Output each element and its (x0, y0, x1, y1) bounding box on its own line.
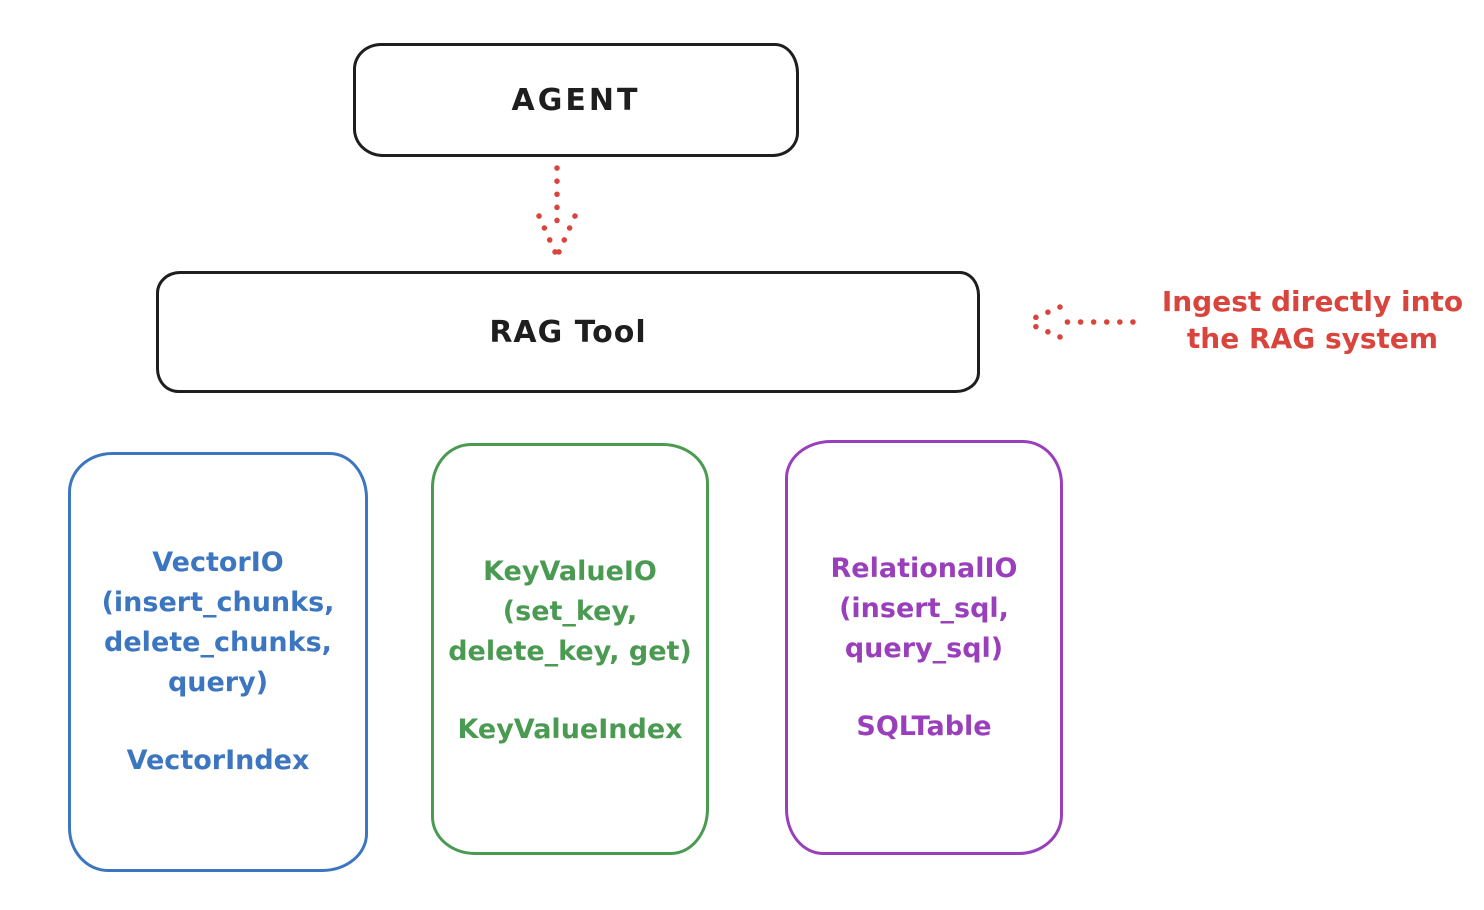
rag-tool-box[interactable]: RAG Tool (156, 271, 980, 393)
keyvalue-io-box[interactable]: KeyValueIO (set_key, delete_key, get) Ke… (431, 443, 709, 855)
keyvalue-io-line: KeyValueIO (483, 556, 657, 587)
ingest-annotation: Ingest directly into the RAG system (1145, 283, 1480, 357)
sql-table-label: SQLTable (856, 711, 992, 742)
vector-io-line: VectorIO (152, 547, 284, 578)
relational-io-line: (insert_sql, (839, 593, 1009, 624)
keyvalue-io-line: (set_key, (502, 596, 638, 627)
relational-io-line: RelationalIO (830, 553, 1018, 584)
relational-io-line: query_sql) (844, 633, 1004, 664)
vector-index-label: VectorIndex (126, 745, 310, 776)
vector-io-line: (insert_chunks, (101, 587, 335, 618)
ingest-dotted-arrow-icon (1022, 304, 1136, 340)
keyvalue-io-line: delete_key, get) (448, 636, 692, 667)
agent-label: AGENT (511, 82, 641, 118)
relational-io-box[interactable]: RelationalIO (insert_sql, query_sql) SQL… (785, 440, 1063, 855)
ingest-annotation-line1: Ingest directly into (1161, 285, 1464, 318)
rag-tool-label: RAG Tool (489, 314, 647, 350)
keyvalue-index-label: KeyValueIndex (457, 714, 683, 745)
ingest-annotation-line2: the RAG system (1186, 322, 1439, 355)
agent-box[interactable]: AGENT (353, 43, 799, 157)
vector-io-line: query) (167, 667, 269, 698)
vector-io-box[interactable]: VectorIO (insert_chunks, delete_chunks, … (68, 452, 368, 872)
agent-to-rag-dotted-arrow-icon (536, 165, 578, 257)
vector-io-line: delete_chunks, (104, 627, 332, 658)
